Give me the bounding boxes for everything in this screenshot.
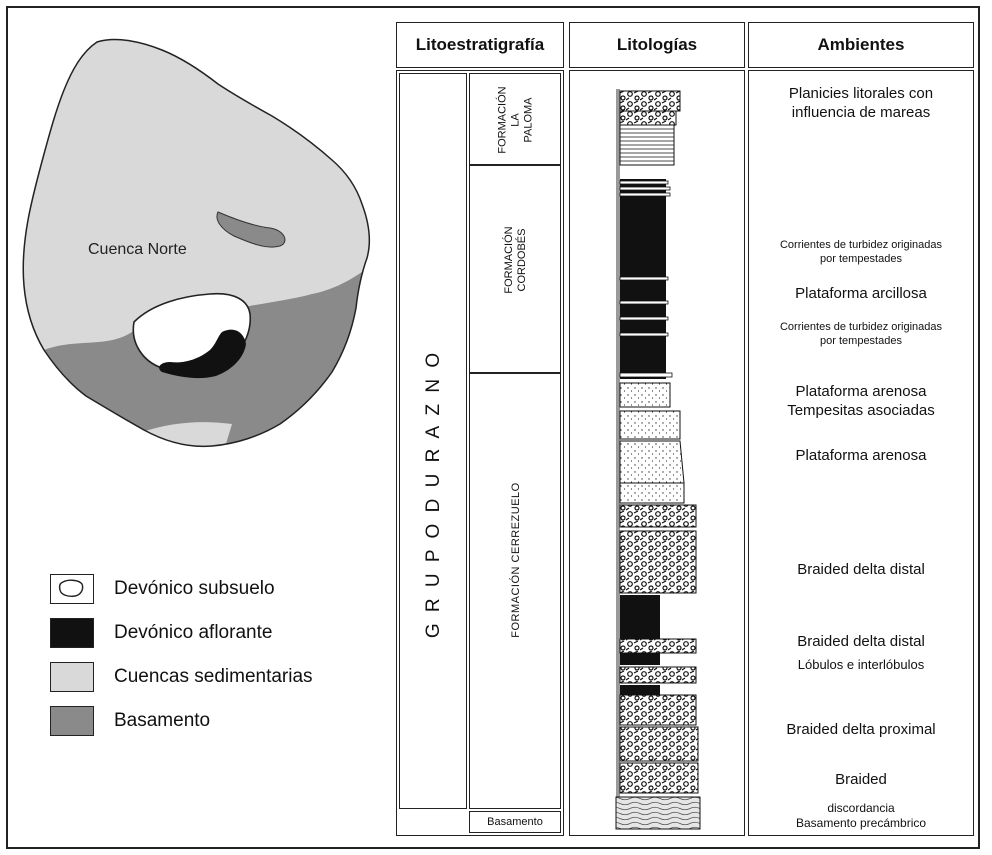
bed-paloma-cong2 [619,110,677,126]
header-litoestratigrafia: Litoestratigrafía [396,22,564,68]
legend-label-aflorante: Devónico aflorante [114,622,273,643]
bed-cerrezuelo-cong6 [619,726,699,762]
bed-cordobes-thin-sands [619,180,673,378]
formacion-cerrezuelo-label: FORMACIÓN CERREZUELO [510,482,522,638]
legend-swatch-subsuelo [50,574,94,604]
figure-frame: Cuenca Norte Devónico subsuelo Devónico … [6,6,980,849]
legend-swatch-aflorante [50,618,94,648]
legend-label-subsuelo: Devónico subsuelo [114,578,275,599]
legend-label-cuencas: Cuencas sedimentarias [114,666,313,687]
basamento-east [272,294,324,412]
header-litologias: Litologías [569,22,745,68]
bed-cerrezuelo-sand1 [619,382,671,408]
ambiente-braided-delta-distal-2: Braided delta distal [797,633,925,650]
bed-cerrezuelo-cong2 [619,530,697,594]
bed-paloma-heterolitic [619,124,675,166]
bed-cerrezuelo-cong7 [619,762,699,794]
map-label-cuenca-norte: Cuenca Norte [88,241,187,258]
legend-item-subsuelo: Devónico subsuelo [50,574,275,604]
basamento-cell: Basamento [469,811,561,833]
ambiente-plataforma-arenosa: Plataforma arenosa [795,447,927,464]
ambiente-braided-delta-proximal: Braided delta proximal [786,721,936,738]
bed-cerrezuelo-cong5 [619,694,697,726]
formacion-cerrezuelo-cell: FORMACIÓN CERREZUELO [469,373,561,809]
country-outline [22,38,370,448]
bed-cerrezuelo-cong3 [619,638,697,654]
ambiente-turbidez-2: Corrientes de turbidez originadas por te… [779,321,943,347]
legend-swatch-basamento [50,706,94,736]
ambientes-panel: Planicies litorales con influencia de ma… [748,70,974,836]
bed-paloma-cong [619,90,681,112]
grupo-durazno-cell: G R U P O D U R A Z N O [399,73,467,809]
bed-cerrezuelo-shale [620,595,660,639]
legend-label-basamento: Basamento [114,710,211,731]
bed-cerrezuelo-cong1 [619,504,697,528]
lake [216,211,286,248]
ambiente-plataforma-arcillosa: Plataforma arcillosa [795,285,927,302]
column-axis [616,89,620,829]
bed-cerrezuelo-sand3 [619,440,685,484]
legend-item-cuencas: Cuencas sedimentarias [50,662,313,692]
bed-basamento [615,796,701,830]
legend-item-aflorante: Devónico aflorante [50,618,272,648]
grupo-durazno-label: G R U P O D U R A Z N O [423,349,444,639]
bed-cerrezuelo-sand2 [619,410,681,440]
ambiente-turbidez-1: Corrientes de turbidez originadas por te… [779,239,943,265]
ambiente-braided-delta-distal-1: Braided delta distal [797,561,925,578]
litologias-panel [569,70,745,836]
bed-cerrezuelo-sand4 [619,482,685,504]
cuencas-south [142,422,232,447]
uruguay-map: Cuenca Norte [22,38,370,448]
stratigraphic-column [615,89,701,830]
ambiente-planicies: Planicies litorales con influencia de ma… [788,85,934,121]
bed-cerrezuelo-cong4 [619,666,697,684]
bed-cerrezuelo-shale3 [620,685,660,695]
bed-cerrezuelo-shale2 [620,653,660,665]
header-ambientes: Ambientes [748,22,974,68]
legend-item-basamento: Basamento [50,706,210,736]
ambiente-braided: Braided [835,771,887,788]
ambiente-plataforma-arenosa-tempesitas: Plataforma arenosa Tempesitas asociadas [787,383,935,419]
ambiente-basamento-precambrico: discordancia Basamento precámbrico [795,801,927,830]
legend-swatch-cuencas [50,662,94,692]
devonico-aflorante-area [159,329,246,379]
ambiente-lobulos: Lóbulos e interlóbulos [797,657,925,672]
